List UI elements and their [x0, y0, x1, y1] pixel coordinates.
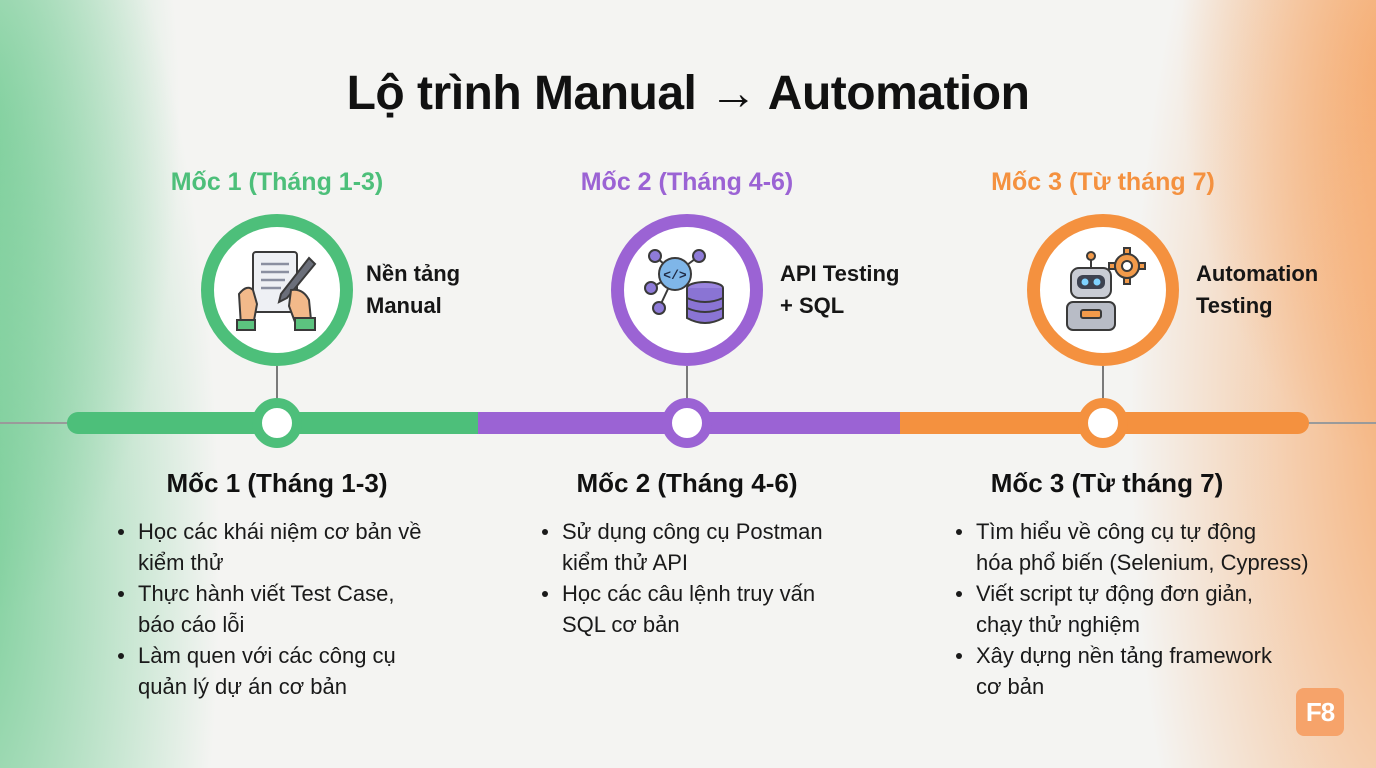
milestone-3-caption-line-2: Testing [1196, 293, 1273, 318]
bullet-1-line-1: Tìm hiểu về công cụ tự động [976, 519, 1257, 544]
bullet-2-line-2: chạy thử nghiệm [976, 612, 1140, 637]
milestone-3-label: Mốc 3 (Từ tháng 7) [991, 168, 1215, 196]
bullet-3-line-1: Xây dựng nền tảng framework [976, 643, 1273, 668]
bullet-2-line-1: Viết script tự động đơn giản, [976, 581, 1254, 606]
section-3-bullet-list: Tìm hiểu về công cụ tự động hóa phổ biến… [954, 516, 1309, 702]
timeline-node-3 [1078, 398, 1128, 448]
milestone-2-label: Mốc 2 (Tháng 4-6) [580, 168, 794, 196]
milestone-2-icon-circle: </> [611, 214, 763, 366]
bullet-1-line-1: Sử dụng công cụ Postman [562, 519, 823, 544]
bullet-1-line-2: kiểm thử [138, 550, 224, 575]
bullet-1-line-1: Học các khái niệm cơ bản về [138, 519, 422, 544]
section-1-heading: Mốc 1 (Tháng 1-3) [166, 468, 388, 498]
milestone-2-caption-line-2: + SQL [780, 293, 845, 318]
list-item: Sử dụng công cụ Postman kiểm thử API [540, 516, 823, 578]
bullet-2-line-1: Học các câu lệnh truy vấn [562, 581, 816, 606]
bullet-2-line-1: Thực hành viết Test Case, [138, 581, 395, 606]
list-item: Tìm hiểu về công cụ tự động hóa phổ biến… [954, 516, 1309, 578]
milestone-3-connector [1102, 366, 1104, 400]
list-item: Thực hành viết Test Case, báo cáo lỗi [116, 578, 421, 640]
bullet-3-line-1: Làm quen với các công cụ [138, 643, 396, 668]
milestone-1-caption-line-2: Manual [366, 293, 442, 318]
list-item: Làm quen với các công cụ quản lý dự án c… [116, 640, 421, 702]
section-3-heading: Mốc 3 (Từ tháng 7) [990, 468, 1224, 498]
milestone-1-icon-circle [201, 214, 353, 366]
bullet-3-line-2: quản lý dự án cơ bản [138, 674, 347, 699]
page-title: Lộ trình Manual → Automation [346, 67, 1030, 120]
svg-text:</>: </> [663, 268, 687, 283]
milestone-3-caption-line-1: Automation [1196, 261, 1319, 286]
document-writing-icon [236, 251, 317, 331]
milestone-2-caption: API Testing + SQL [780, 258, 899, 322]
milestone-1-caption-line-1: Nền tảng [366, 261, 461, 286]
milestone-1-connector [276, 366, 278, 400]
timeline-node-2 [662, 398, 712, 448]
f8-logo: F8 [1296, 688, 1344, 736]
bullet-2-line-2: báo cáo lỗi [138, 612, 245, 637]
bullet-1-line-2: hóa phổ biến (Selenium, Cypress) [976, 550, 1309, 575]
milestone-2-connector [686, 366, 688, 400]
milestone-3-caption: Automation Testing [1196, 258, 1318, 322]
list-item: Học các khái niệm cơ bản về kiểm thử [116, 516, 421, 578]
list-item: Viết script tự động đơn giản, chạy thử n… [954, 578, 1309, 640]
milestone-2-caption-line-1: API Testing [780, 261, 900, 286]
bullet-3-line-2: cơ bản [976, 674, 1045, 699]
section-2-bullet-list: Sử dụng công cụ Postman kiểm thử API Học… [540, 516, 823, 640]
list-item: Học các câu lệnh truy vấn SQL cơ bản [540, 578, 823, 640]
robot-gear-icon [1066, 247, 1146, 331]
section-1-bullet-list: Học các khái niệm cơ bản về kiểm thử Thự… [116, 516, 421, 702]
timeline-node-1 [252, 398, 302, 448]
bullet-1-line-2: kiểm thử API [562, 550, 688, 575]
milestone-1-caption: Nền tảng Manual [366, 258, 460, 322]
list-item: Xây dựng nền tảng framework cơ bản [954, 640, 1309, 702]
milestone-3-icon-circle [1027, 214, 1179, 366]
api-database-icon: </> [644, 249, 724, 324]
section-2-heading: Mốc 2 (Tháng 4-6) [576, 468, 798, 498]
milestone-1-label: Mốc 1 (Tháng 1-3) [170, 168, 384, 196]
bullet-2-line-2: SQL cơ bản [562, 612, 680, 637]
